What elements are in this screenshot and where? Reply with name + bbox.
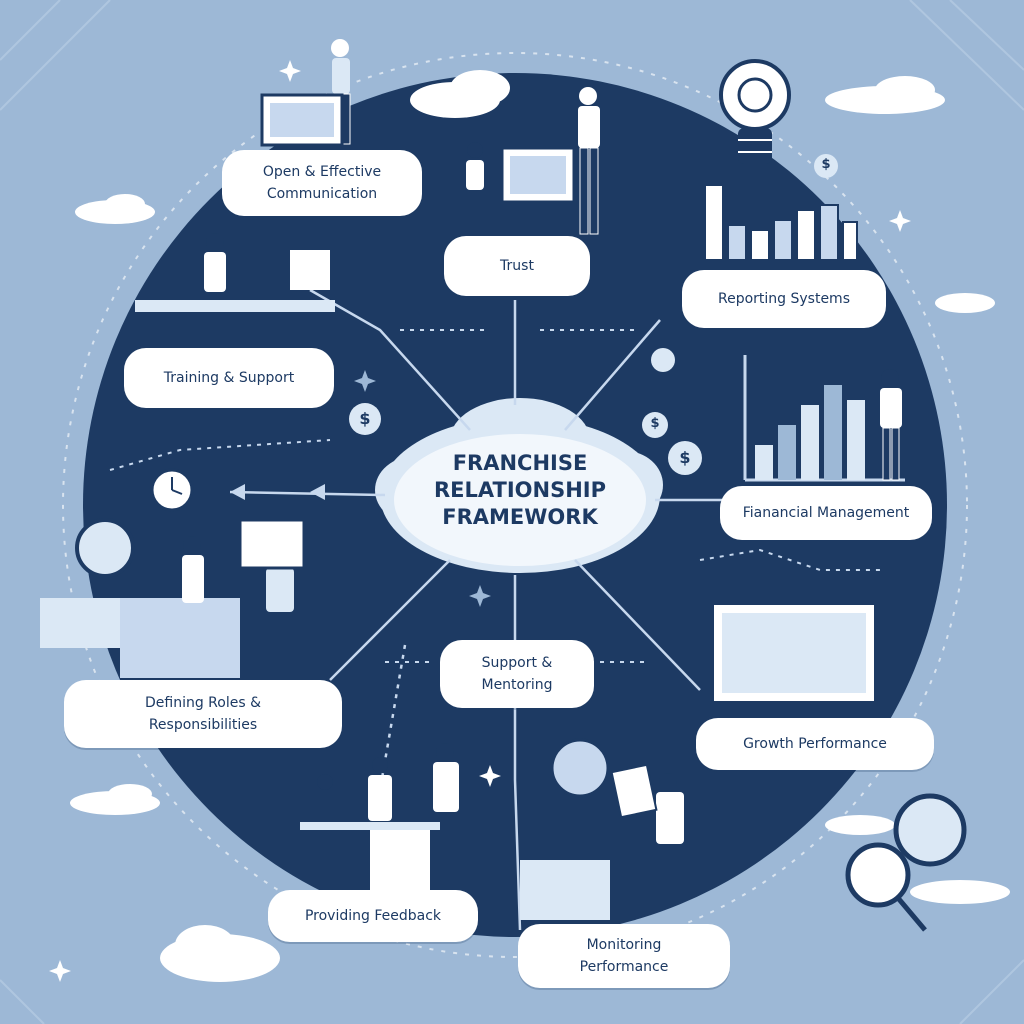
node-label: Responsibilities <box>148 717 258 733</box>
node-training-support: Training & Support <box>124 348 334 408</box>
center-title: FRANCHISE RELATIONSHIP FRAMEWORK <box>410 450 630 531</box>
node-label: Mentoring <box>481 677 553 693</box>
node-label: Trust <box>500 258 534 274</box>
dollar-symbol: $ <box>650 416 660 431</box>
dollar-symbol: $ <box>821 157 831 172</box>
node-providing-feedback: Providing Feedback <box>268 890 478 942</box>
cloud-icon <box>70 70 1010 982</box>
center-title-line: FRAMEWORK <box>442 505 598 529</box>
node-support-mentoring: Support & Mentoring <box>440 640 594 708</box>
node-label: Performance <box>579 959 669 975</box>
financial-chart-illustration <box>743 355 905 482</box>
lightbulb-icon <box>719 59 791 164</box>
node-label: Providing Feedback <box>304 908 442 924</box>
dollar-symbol: $ <box>679 448 691 467</box>
node-label: Support & <box>481 655 553 671</box>
chevron-icon <box>230 484 325 500</box>
node-reporting-systems: Reporting Systems <box>682 270 886 328</box>
node-financial-management: Fianancial Management <box>720 486 932 540</box>
magnifier-icon <box>845 793 967 932</box>
main-circle-ring <box>62 52 968 958</box>
sparkle-icon <box>49 60 911 982</box>
monitor-icon <box>710 601 878 713</box>
node-defining-roles: Defining Roles & Responsibilities <box>64 680 342 748</box>
node-label: Fianancial Management <box>742 505 910 521</box>
dotted-lines <box>109 329 880 663</box>
center-cloud <box>375 398 663 573</box>
node-label: Training & Support <box>163 370 295 386</box>
person-illustration <box>40 39 902 920</box>
node-label: Monitoring <box>586 937 662 953</box>
node-label: Open & Effective <box>262 164 382 180</box>
node-growth-performance: Growth Performance <box>696 718 934 770</box>
bar-chart-illustration <box>700 184 870 262</box>
node-label: Defining Roles & <box>144 695 261 711</box>
dollar-coin-icon <box>349 154 838 475</box>
node-open-communication: Open & Effective Communication <box>222 150 422 216</box>
node-label: Reporting Systems <box>717 291 850 307</box>
node-label: Growth Performance <box>743 736 887 752</box>
center-title-line: RELATIONSHIP <box>434 478 606 502</box>
connector-lines <box>229 288 735 931</box>
dollar-symbol: $ <box>359 409 371 428</box>
node-label: Communication <box>266 186 378 202</box>
center-title-line: FRANCHISE <box>452 451 588 475</box>
node-trust: Trust <box>444 236 590 296</box>
node-monitoring-performance: Monitoring Performance <box>518 924 730 988</box>
